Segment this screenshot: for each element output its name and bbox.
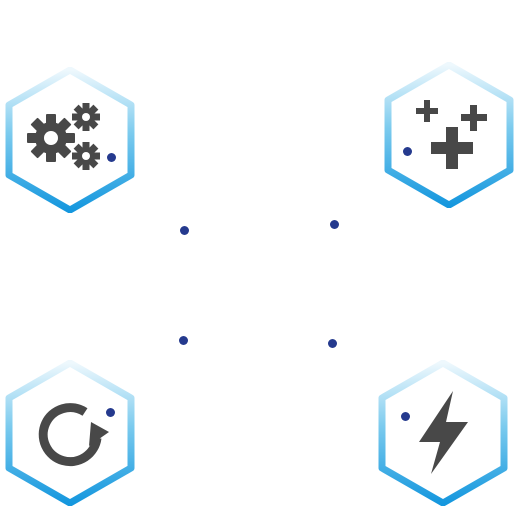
connector-dot: [400, 411, 410, 421]
connector-dot: [179, 225, 189, 235]
connector-dot: [105, 407, 115, 417]
refresh-badge: [5, 360, 135, 506]
connector-dot: [329, 219, 339, 229]
gears-badge: [5, 67, 135, 213]
connector-dot: [178, 335, 188, 345]
lightning-bolt-icon: [419, 391, 468, 474]
plus-badge: [384, 62, 514, 208]
gears-icon: [27, 103, 100, 170]
connector-dot: [327, 338, 337, 348]
connector-dot: [402, 146, 412, 156]
connector-dot: [106, 152, 116, 162]
refresh-icon: [38, 403, 109, 467]
plus-cross-icon: [416, 100, 487, 169]
lightning-badge: [378, 360, 508, 506]
